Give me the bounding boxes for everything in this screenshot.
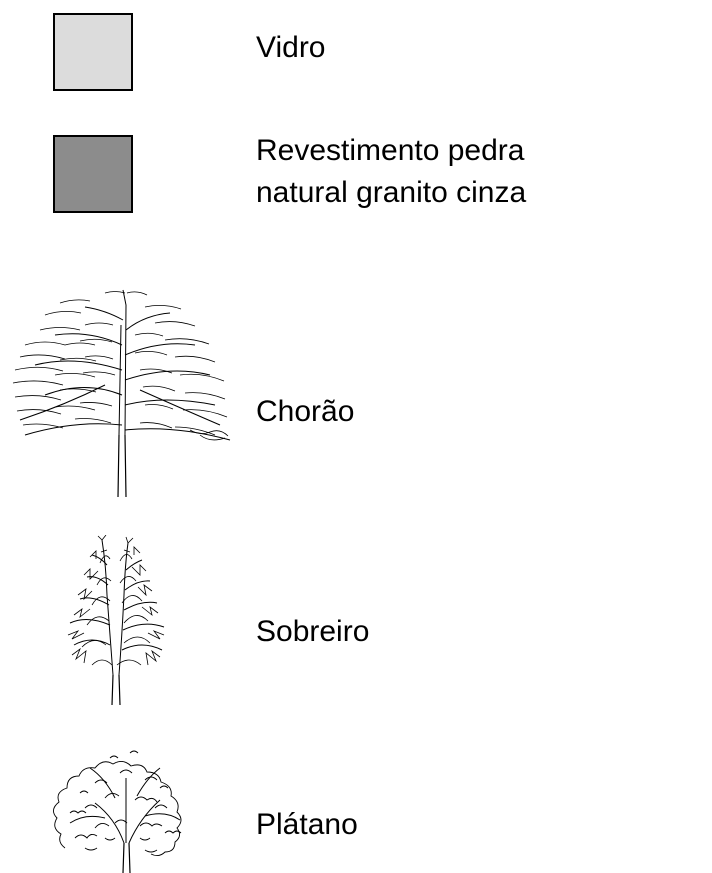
granite-label-line-1: Revestimento pedra <box>256 134 525 167</box>
plane-tree-icon <box>45 738 202 873</box>
glass-label: Vidro <box>256 31 326 64</box>
weeping-willow-tree-icon <box>5 285 237 497</box>
weeping-willow-label: Chorão <box>256 395 355 428</box>
granite-label-line-2: natural granito cinza <box>256 176 527 209</box>
plane-tree-label: Plátano <box>256 808 358 841</box>
glass-swatch <box>53 13 133 91</box>
granite-swatch <box>53 135 133 213</box>
cork-oak-label: Sobreiro <box>256 615 370 648</box>
cork-oak-tree-icon <box>62 535 170 705</box>
